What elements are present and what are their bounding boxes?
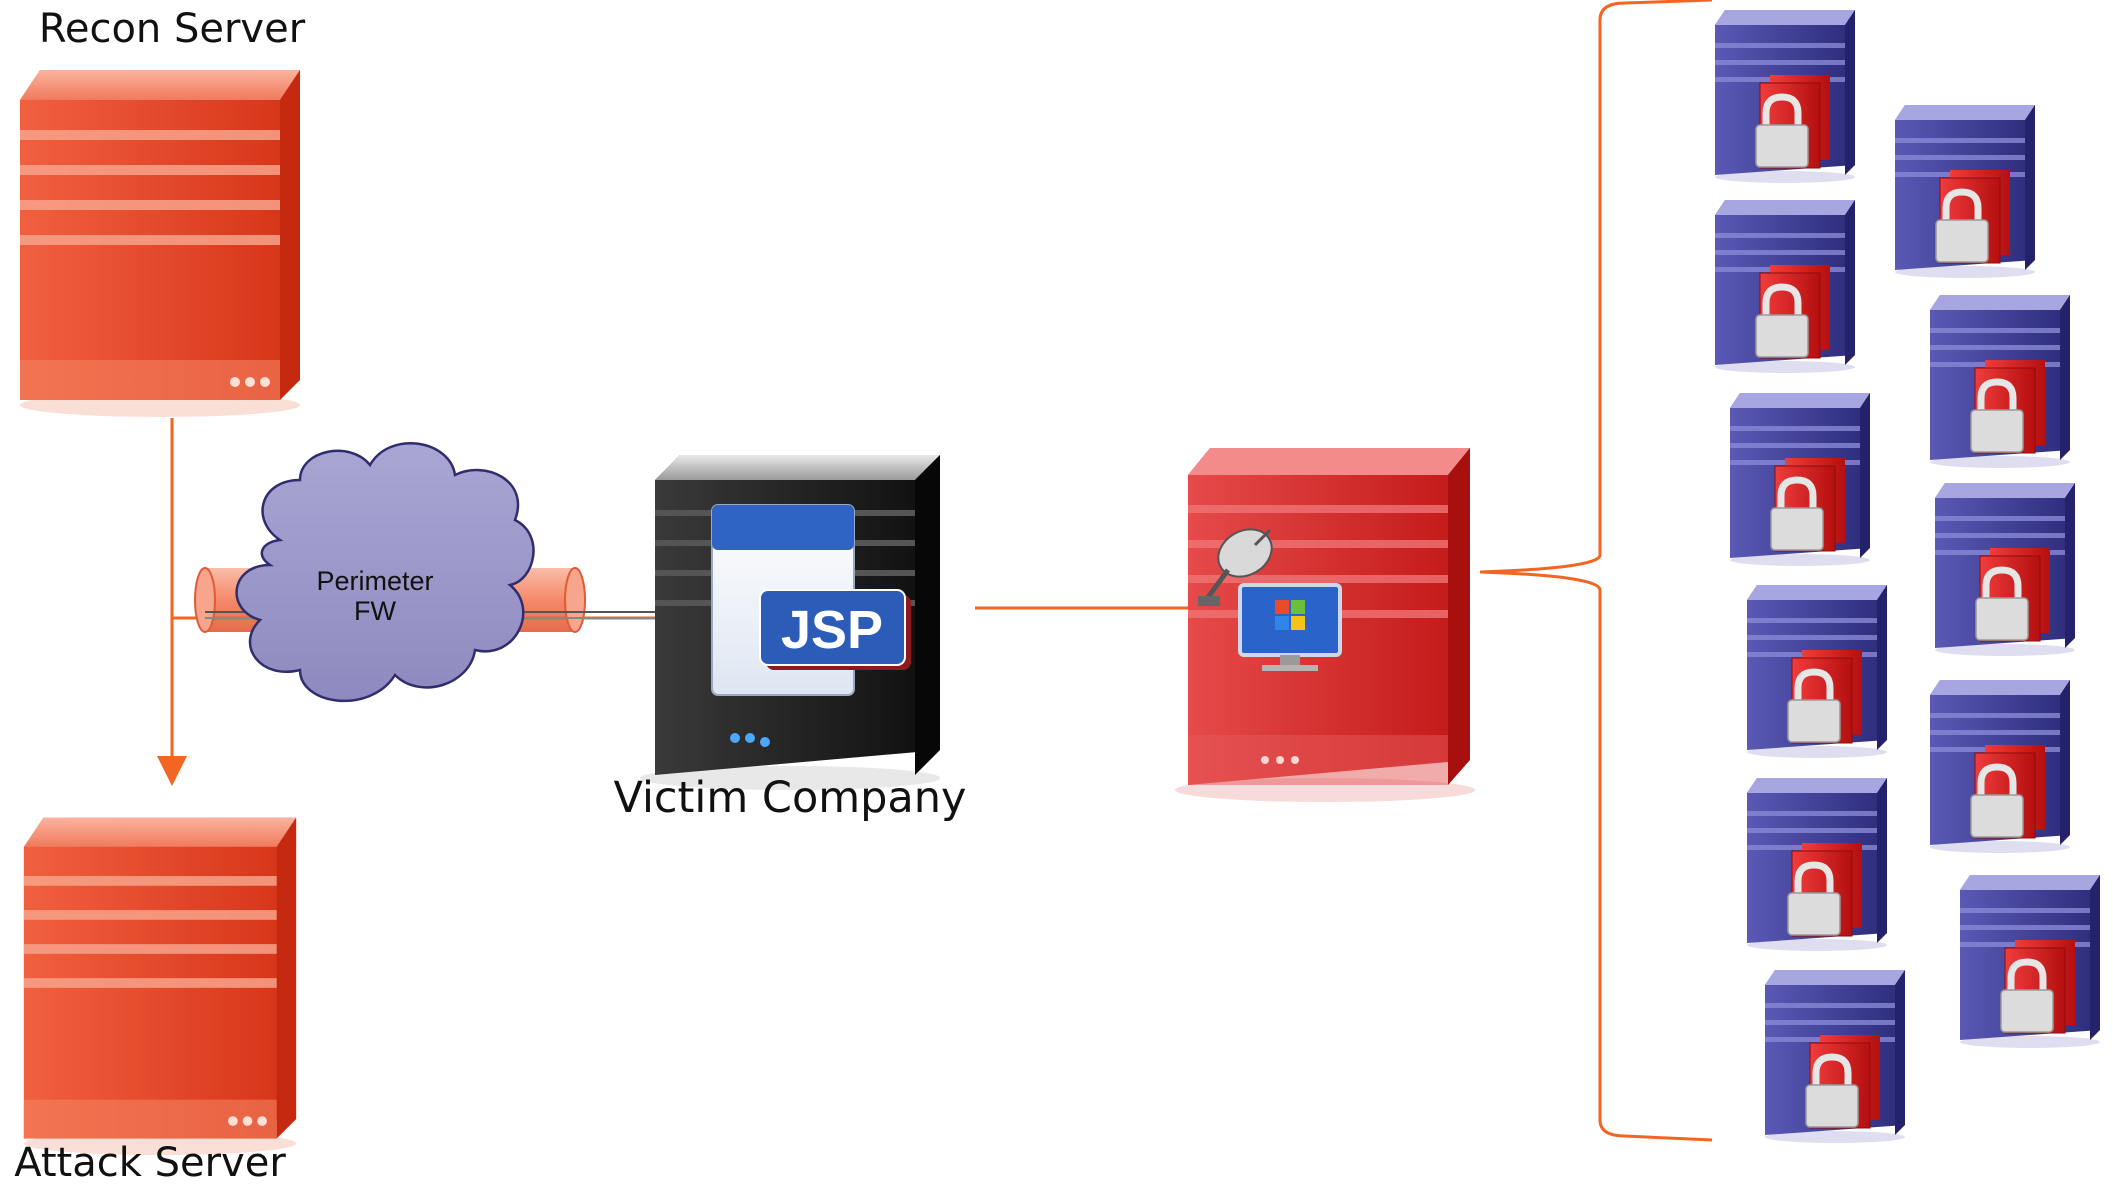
jsp-badge-label: JSP [781,600,883,660]
locked-server-icon [1935,483,2075,656]
attack-server-icon [23,817,297,1156]
recon-server-icon [20,70,300,417]
satellite-dish-icon [1198,528,1273,606]
locked-server-icon [1960,875,2100,1048]
bracket-upper [1479,0,1713,574]
victim-company-label: Victim Company [614,773,967,823]
locked-server-icon [1730,393,1870,566]
locked-server-icon [1895,105,2035,278]
jsp-document-icon [711,504,911,696]
locked-server-icon [1765,970,1905,1143]
attack-server-label: Attack Server [14,1140,286,1186]
perimeter-fw-label-line2: FW [354,596,396,626]
locked-server-icon [1715,10,1855,183]
bracket-lower [1479,570,1713,1142]
locked-server-icon [1930,295,2070,468]
recon-server-label: Recon Server [39,6,306,52]
windows-monitor-icon [1238,583,1342,671]
perimeter-fw-cloud-icon [235,441,535,703]
locked-server-icon [1930,680,2070,853]
locked-server-icon [1715,200,1855,373]
perimeter-fw-label-line1: Perimeter [316,566,433,596]
locked-servers-group [1715,10,2100,1143]
locked-server-icon [1747,778,1887,951]
locked-server-icon [1747,585,1887,758]
